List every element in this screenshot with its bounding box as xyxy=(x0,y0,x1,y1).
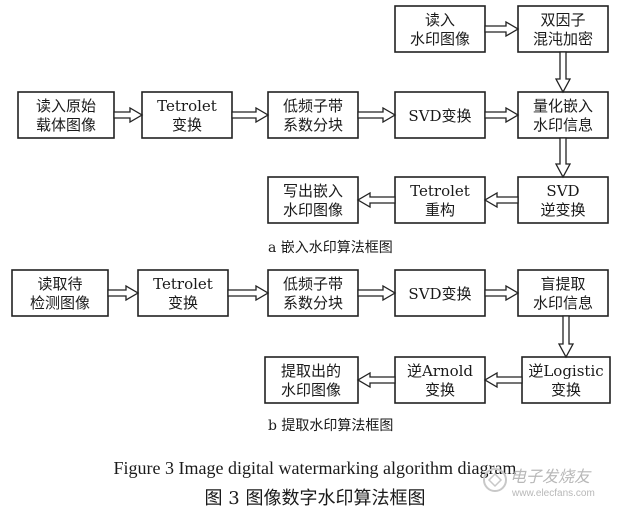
svg-text:变换: 变换 xyxy=(172,116,202,134)
arrow-tetrolet-to-lowfreq-b xyxy=(227,284,270,302)
watermark-url: www.elecfans.com xyxy=(511,488,595,499)
svg-text:检测图像: 检测图像 xyxy=(30,294,90,312)
box-extracted-watermark: 提取出的 水印图像 xyxy=(264,356,359,404)
arrow-arnold-to-extracted xyxy=(356,371,396,389)
box-dual-factor-chaos-encryption: 双因子 混沌加密 xyxy=(517,5,609,53)
panel-a-caption: a 嵌入水印算法框图 xyxy=(268,240,393,256)
svg-text:水印图像: 水印图像 xyxy=(281,381,341,399)
arrow-detect-to-tetrolet xyxy=(107,284,140,302)
svg-text:变换: 变换 xyxy=(425,381,455,399)
svg-text:读取待: 读取待 xyxy=(37,275,82,293)
arrow-read-watermark-to-encryption xyxy=(484,20,520,38)
box-svd-transform-a: SVD变换 xyxy=(394,91,486,139)
svg-text:Tetrolet: Tetrolet xyxy=(410,182,470,200)
arrow-extraction-to-inverse-logistic xyxy=(557,315,575,359)
svg-text:双因子: 双因子 xyxy=(540,11,585,29)
box-read-original-carrier: 读入原始 载体图像 xyxy=(17,91,115,139)
svg-text:变换: 变换 xyxy=(168,294,198,312)
svg-text:水印信息: 水印信息 xyxy=(533,116,593,134)
svg-text:系数分块: 系数分块 xyxy=(283,116,343,134)
arrow-lowfreq-to-svd-b xyxy=(357,284,397,302)
svg-text:Tetrolet: Tetrolet xyxy=(153,275,213,293)
svg-text:水印图像: 水印图像 xyxy=(283,201,343,219)
elecfans-logo-icon xyxy=(483,468,507,492)
box-inverse-svd: SVD 逆变换 xyxy=(517,176,609,224)
svg-text:逆Arnold: 逆Arnold xyxy=(407,362,473,380)
box-write-watermarked-image: 写出嵌入 水印图像 xyxy=(267,176,359,224)
box-inverse-arnold: 逆Arnold 变换 xyxy=(394,356,486,404)
arrow-logistic-to-arnold xyxy=(483,371,523,389)
box-quantized-embedding: 量化嵌入 水印信息 xyxy=(517,91,609,139)
arrow-encryption-to-embedding xyxy=(554,51,572,94)
panel-b-caption: b 提取水印算法框图 xyxy=(268,418,393,434)
arrow-reconstruction-to-output xyxy=(356,191,396,209)
figure-caption-english: Figure 3 Image digital watermarking algo… xyxy=(114,458,517,478)
svg-text:水印图像: 水印图像 xyxy=(410,30,470,48)
arrow-tetrolet-to-lowfreq xyxy=(231,106,270,124)
svg-text:载体图像: 载体图像 xyxy=(36,116,96,134)
svg-text:逆变换: 逆变换 xyxy=(540,201,585,219)
svg-text:读入: 读入 xyxy=(425,11,455,29)
svg-text:重构: 重构 xyxy=(425,201,455,219)
box-svd-transform-b: SVD变换 xyxy=(394,269,486,317)
arrow-lowfreq-to-svd xyxy=(357,106,397,124)
box-tetrolet-transform-b: Tetrolet 变换 xyxy=(137,269,229,317)
svg-text:系数分块: 系数分块 xyxy=(283,294,343,312)
box-read-detect-image: 读取待 检测图像 xyxy=(11,269,109,317)
svg-text:读入原始: 读入原始 xyxy=(36,97,96,115)
svg-text:SVD变换: SVD变换 xyxy=(408,285,471,303)
svg-text:水印信息: 水印信息 xyxy=(533,294,593,312)
svg-text:低频子带: 低频子带 xyxy=(283,97,343,115)
box-read-watermark: 读入 水印图像 xyxy=(394,5,486,53)
arrow-svd-to-embedding xyxy=(484,106,520,124)
arrow-inverse-svd-to-reconstruction xyxy=(483,191,519,209)
svg-text:逆Logistic: 逆Logistic xyxy=(528,362,603,380)
svg-text:混沌加密: 混沌加密 xyxy=(533,30,593,48)
box-blind-extraction: 盲提取 水印信息 xyxy=(517,269,609,317)
watermark-text: 电子发烧友 xyxy=(510,468,592,486)
box-inverse-logistic: 逆Logistic 变换 xyxy=(521,356,611,404)
svg-text:盲提取: 盲提取 xyxy=(540,275,585,293)
svg-text:SVD变换: SVD变换 xyxy=(408,107,471,125)
svg-text:低频子带: 低频子带 xyxy=(283,275,343,293)
svg-text:SVD: SVD xyxy=(546,182,579,200)
arrow-svd-to-extraction xyxy=(484,284,520,302)
arrow-embedding-to-inverse-svd xyxy=(554,137,572,179)
arrow-original-to-tetrolet xyxy=(113,106,144,124)
svg-text:Tetrolet: Tetrolet xyxy=(157,97,217,115)
box-lowfreq-subband-blocks-b: 低频子带 系数分块 xyxy=(267,269,359,317)
svg-text:变换: 变换 xyxy=(551,381,581,399)
svg-text:写出嵌入: 写出嵌入 xyxy=(283,182,343,200)
box-tetrolet-reconstruction: Tetrolet 重构 xyxy=(394,176,486,224)
svg-text:量化嵌入: 量化嵌入 xyxy=(533,97,593,115)
box-lowfreq-subband-blocks-a: 低频子带 系数分块 xyxy=(267,91,359,139)
elecfans-watermark-logo: 电子发烧友 www.elecfans.com xyxy=(483,468,595,499)
svg-text:提取出的: 提取出的 xyxy=(281,362,341,380)
figure-caption-chinese: 图 3 图像数字水印算法框图 xyxy=(205,488,426,509)
box-tetrolet-transform-a: Tetrolet 变换 xyxy=(141,91,233,139)
